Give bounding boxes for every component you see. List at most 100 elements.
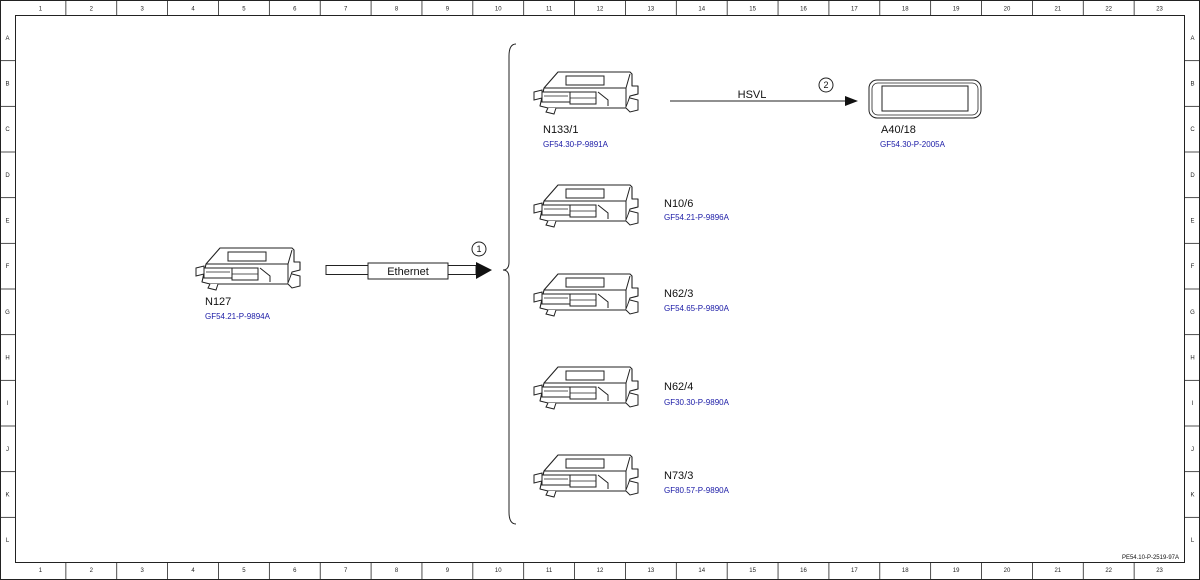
grid-col-top: 19 [953,7,960,13]
grid-col-top: 4 [191,7,195,13]
grid-col-top: 18 [902,7,909,13]
n133-1-ref: GF54.30-P-9891A [543,140,609,149]
grid-col-bottom: 2 [90,568,94,574]
grid-col-bottom: 15 [749,568,756,574]
n127-ref: GF54.21-P-9894A [205,312,271,321]
a40-18-display-icon [868,79,982,119]
grid-col-bottom: 22 [1105,568,1112,574]
grid-row-right: C [1190,127,1195,133]
grid-col-top: 22 [1105,7,1112,13]
hsvl-connection: HSVL 2 [670,77,858,106]
grid-col-top: 11 [546,7,553,13]
grid-row-right: G [1190,310,1195,316]
hsvl-label: HSVL [738,89,767,101]
grid-col-top: 15 [749,7,756,13]
grid-row-left: K [5,493,9,499]
grid-row-right: E [1190,219,1194,225]
grid-col-bottom: 17 [851,568,858,574]
grid-col-top: 21 [1054,7,1061,13]
grid-col-top: 10 [495,7,502,13]
n62-3-ref: GF54.65-P-9890A [664,304,730,313]
grid-col-top: 14 [698,7,705,13]
grid-col-bottom: 8 [395,568,399,574]
grid-row-left: B [5,82,9,88]
grid-col-top: 23 [1156,7,1163,13]
bus-brace [502,43,517,525]
ethernet-label: Ethernet [387,266,429,278]
n10-6-ref: GF54.21-P-9896A [664,213,730,222]
grid-col-top: 1 [39,7,43,13]
grid-row-right: J [1191,447,1194,453]
grid-col-bottom: 6 [293,568,297,574]
n73-3-ref: GF80.57-P-9890A [664,486,730,495]
grid-col-top: 5 [242,7,246,13]
grid-row-right: B [1190,82,1194,88]
grid-col-bottom: 20 [1004,568,1011,574]
n10-6-module-icon [533,184,639,228]
grid-col-bottom: 5 [242,568,246,574]
grid-row-right: D [1190,173,1195,179]
grid-row-right: H [1190,356,1194,362]
grid-row-left: J [6,447,9,453]
grid-col-bottom: 23 [1156,568,1163,574]
n127-label: N127 [205,296,231,308]
grid-col-bottom: 9 [446,568,450,574]
grid-row-left: D [5,173,10,179]
grid-col-bottom: 7 [344,568,348,574]
n62-3-label: N62/3 [664,288,693,300]
grid-col-top: 9 [446,7,450,13]
grid-col-bottom: 10 [495,568,502,574]
grid-col-bottom: 14 [698,568,705,574]
n62-4-module-icon [533,366,639,410]
n127-module-icon [195,247,301,291]
grid-col-bottom: 13 [648,568,655,574]
grid-col-top: 12 [597,7,604,13]
grid-row-left: F [6,264,10,270]
document-id: PE54.10-P-2519-97A [1122,555,1179,561]
grid-row-left: A [5,36,9,42]
grid-col-bottom: 3 [141,568,145,574]
grid-col-top: 8 [395,7,399,13]
grid-col-bottom: 19 [953,568,960,574]
grid-col-bottom: 21 [1054,568,1061,574]
n62-3-module-icon [533,273,639,317]
grid-row-left: G [5,310,10,316]
n10-6-label: N10/6 [664,198,693,210]
n73-3-module-icon [533,454,639,498]
ethernet-marker: 1 [476,244,481,254]
a40-18-label: A40/18 [881,124,916,136]
hsvl-marker: 2 [823,80,828,90]
n133-1-module-icon [533,71,639,115]
grid-col-bottom: 4 [191,568,195,574]
grid-col-bottom: 18 [902,568,909,574]
n133-1-label: N133/1 [543,124,578,136]
grid-row-left: L [6,538,10,544]
n62-4-label: N62/4 [664,381,693,393]
grid-col-top: 16 [800,7,807,13]
grid-col-bottom: 12 [597,568,604,574]
grid-row-left: I [7,401,9,407]
grid-row-right: L [1191,538,1195,544]
grid-col-top: 13 [648,7,655,13]
grid-col-top: 2 [90,7,94,13]
grid-row-left: E [5,219,9,225]
grid-row-left: C [5,127,10,133]
grid-col-bottom: 11 [546,568,553,574]
grid-col-top: 7 [344,7,348,13]
grid-row-right: K [1190,493,1194,499]
grid-row-right: I [1192,401,1194,407]
n62-4-ref: GF30.30-P-9890A [664,398,730,407]
grid-col-bottom: 1 [39,568,43,574]
grid-col-top: 20 [1004,7,1011,13]
inner-frame [15,15,1185,563]
grid-row-right: F [1191,264,1195,270]
a40-18-ref: GF54.30-P-2005A [880,140,946,149]
grid-col-top: 6 [293,7,297,13]
grid-row-right: A [1190,36,1194,42]
grid-col-top: 3 [141,7,145,13]
ethernet-connection: Ethernet 1 [325,241,492,280]
n73-3-label: N73/3 [664,470,693,482]
grid-col-bottom: 16 [800,568,807,574]
